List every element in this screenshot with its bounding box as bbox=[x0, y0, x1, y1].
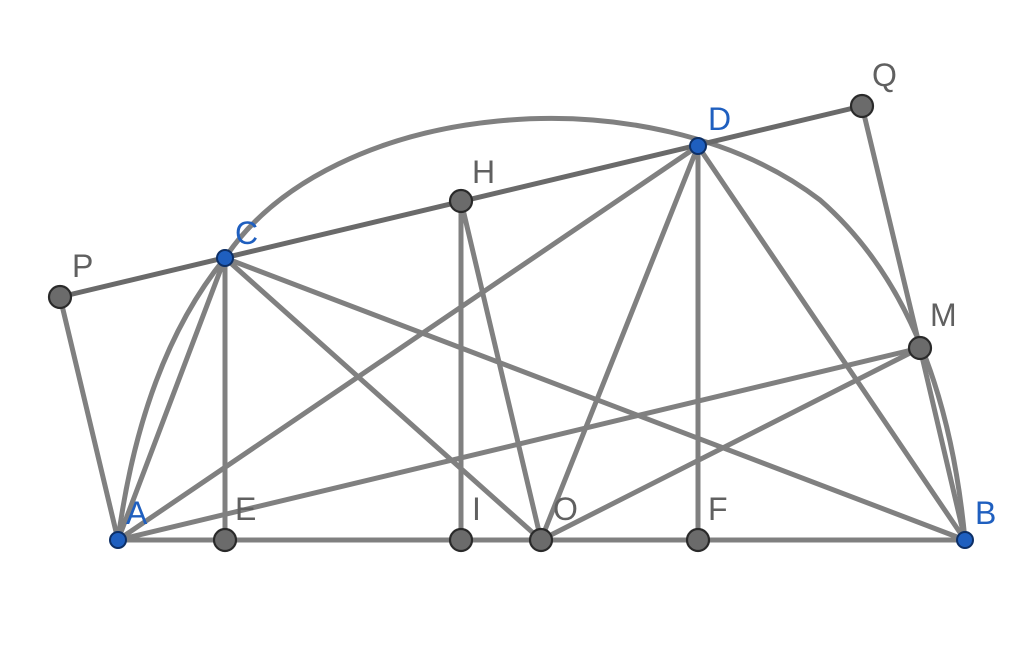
arc-AC bbox=[115, 256, 227, 541]
segment-db bbox=[695, 143, 968, 543]
point-p bbox=[47, 284, 73, 310]
point-e bbox=[212, 527, 238, 553]
segment-qm bbox=[859, 103, 923, 351]
label-o: O bbox=[553, 491, 578, 527]
segment-ho bbox=[458, 198, 544, 543]
segment-om bbox=[538, 345, 923, 543]
label-d: D bbox=[708, 101, 731, 137]
labels-layer: A B C D E F H I O P Q M bbox=[72, 57, 996, 531]
point-q bbox=[849, 93, 875, 119]
point-o bbox=[528, 527, 554, 553]
point-m bbox=[907, 335, 933, 361]
arc-CB bbox=[222, 116, 968, 541]
label-e: E bbox=[235, 491, 256, 527]
point-c bbox=[216, 249, 234, 267]
point-a bbox=[109, 531, 127, 549]
label-c: C bbox=[235, 215, 258, 251]
label-i: I bbox=[472, 491, 481, 527]
segment-ad bbox=[115, 143, 701, 543]
segment-ap bbox=[57, 294, 121, 543]
label-p: P bbox=[72, 248, 93, 284]
segments-layer bbox=[57, 103, 968, 543]
point-d bbox=[689, 137, 707, 155]
point-h bbox=[448, 188, 474, 214]
label-q: Q bbox=[872, 57, 897, 93]
label-h: H bbox=[472, 154, 495, 190]
segment-co bbox=[222, 255, 544, 543]
point-b bbox=[956, 531, 974, 549]
label-b: B bbox=[975, 495, 996, 531]
segment-do bbox=[538, 143, 701, 543]
label-m: M bbox=[930, 297, 957, 333]
segment-ac bbox=[115, 255, 228, 543]
segment-am bbox=[115, 345, 923, 543]
arcs-layer bbox=[115, 116, 968, 541]
segment-mb bbox=[917, 345, 968, 543]
point-f bbox=[685, 527, 711, 553]
points-layer bbox=[47, 93, 974, 553]
label-a: A bbox=[126, 495, 148, 531]
label-f: F bbox=[708, 491, 728, 527]
point-i bbox=[448, 527, 474, 553]
